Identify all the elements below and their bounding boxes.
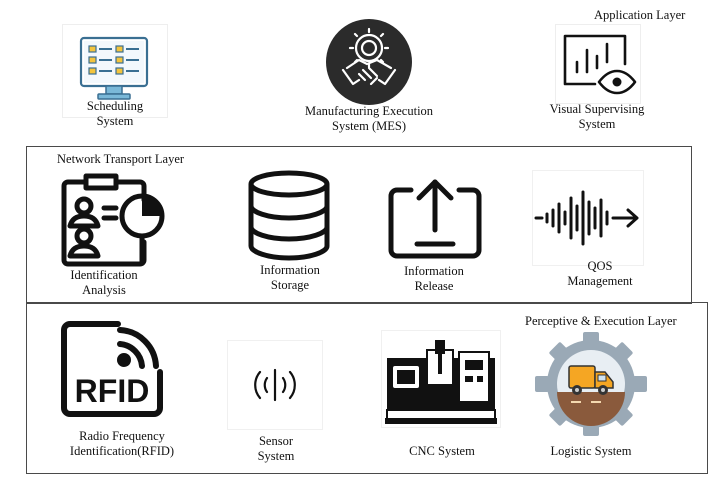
network-layer-label: Network Transport Layer <box>57 152 185 166</box>
handshake-gear-icon <box>325 18 413 106</box>
upload-icon <box>381 174 489 268</box>
application-layer-label: Application Layer <box>594 8 686 22</box>
chart-eye-icon <box>555 24 641 104</box>
rfid-icon: RFID <box>58 316 168 420</box>
logistic-system-label: Logistic System <box>550 444 632 458</box>
truck-gear-icon <box>532 332 650 436</box>
sensor-icon <box>227 340 323 430</box>
database-icon <box>245 170 333 262</box>
perceptive-layer-label: Perceptive & Execution Layer <box>525 314 677 328</box>
svg-text:RFID: RFID <box>75 373 150 409</box>
soundwave-arrow-icon <box>532 170 644 266</box>
perceptive-layer-frame <box>26 302 708 474</box>
cnc-machine-icon <box>381 330 501 428</box>
network-layer-frame <box>26 146 692 304</box>
scheduling-monitor-icon <box>62 24 168 118</box>
cnc-system-label: CNC System <box>409 444 475 458</box>
id-analysis-icon <box>58 166 168 270</box>
